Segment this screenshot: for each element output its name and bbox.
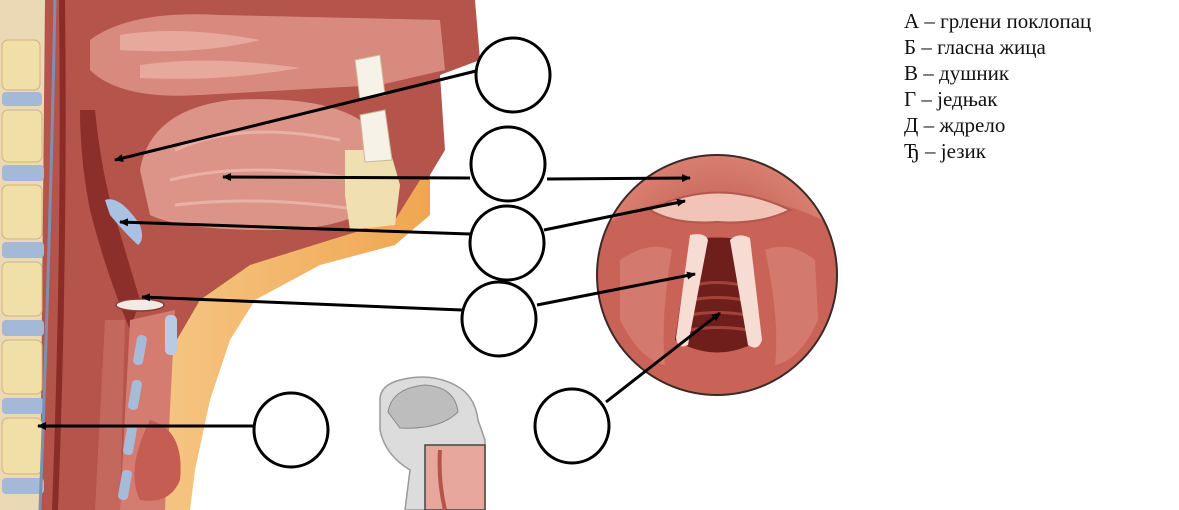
larynx-top-view	[597, 155, 840, 395]
head-inset-thumbnail	[380, 377, 485, 510]
answer-circle-5[interactable]	[535, 389, 609, 463]
term-legend: А – грлени поклопац Б – гласна жица В – …	[904, 8, 1091, 164]
vocal-fold-illustration	[116, 299, 164, 311]
answer-circle-2[interactable]	[471, 127, 545, 201]
answer-circle-3[interactable]	[470, 206, 544, 280]
legend-item: В – душник	[904, 60, 1091, 86]
tongue-illustration	[140, 99, 381, 230]
answer-circle-6[interactable]	[254, 393, 328, 467]
arrow-2b	[547, 178, 690, 179]
inset-highlight-box	[425, 445, 485, 510]
arrow-2	[223, 177, 470, 178]
legend-item: Д – ждрело	[904, 112, 1091, 138]
legend-item: Ђ – језик	[904, 138, 1091, 164]
answer-circle-1[interactable]	[476, 38, 550, 112]
legend-item: Г – једњак	[904, 86, 1091, 112]
legend-item: Б – гласна жица	[904, 34, 1091, 60]
answer-circle-4[interactable]	[462, 282, 536, 356]
legend-item: А – грлени поклопац	[904, 8, 1091, 34]
jaw-bone	[345, 150, 400, 230]
